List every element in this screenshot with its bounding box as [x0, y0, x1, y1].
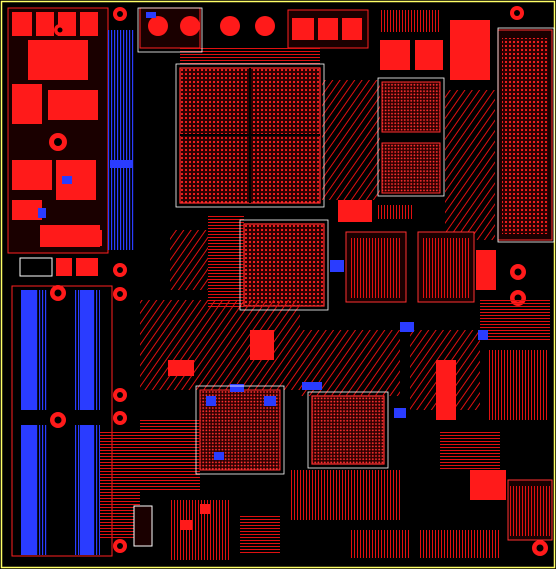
phy-chips	[330, 200, 475, 303]
left-blue-buses	[11, 30, 134, 557]
left-center-logic	[140, 300, 322, 490]
right-connector	[445, 29, 553, 241]
top-component-row	[139, 7, 490, 80]
silkscreen	[137, 7, 555, 475]
bga-fpga	[170, 215, 325, 307]
bottom-traces	[100, 430, 280, 560]
mounting-holes	[50, 6, 548, 556]
bga-cpu	[179, 67, 321, 204]
power-region	[7, 7, 109, 277]
bga-soc	[290, 330, 406, 520]
lower-right-area	[350, 250, 553, 558]
memory-chips	[322, 80, 441, 200]
